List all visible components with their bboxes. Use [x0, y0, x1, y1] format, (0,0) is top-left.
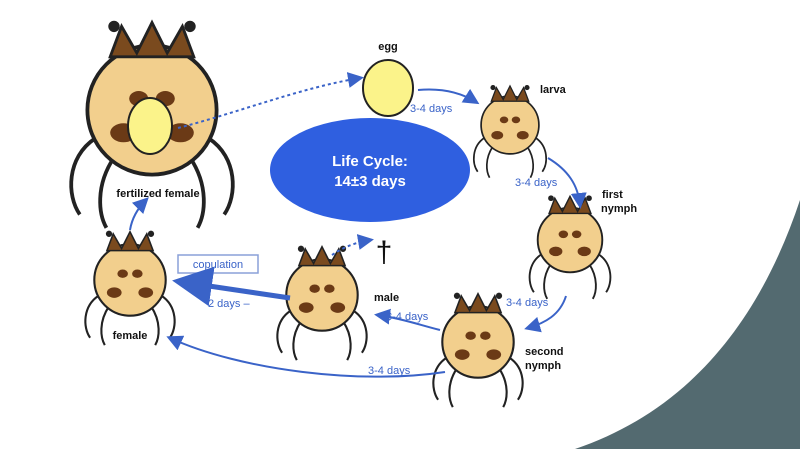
arrow-male-to-female	[172, 266, 291, 307]
duration-first-to-second: 3-4 days	[506, 297, 549, 309]
arrow-second-to-male	[374, 308, 441, 331]
arrow-first-to-second	[524, 295, 567, 333]
larva-label: larva	[540, 84, 567, 96]
death-cross: †	[376, 236, 393, 269]
fertilized-female-label: fertilized female	[116, 188, 199, 200]
arrow-larva-to-first	[547, 157, 587, 209]
egg-inside-female	[127, 97, 173, 155]
life-cycle-ellipse	[270, 118, 470, 222]
male-illustration	[276, 244, 368, 362]
arrow-female-to-fertilized	[129, 197, 149, 231]
second-nymph-label-line1: second	[525, 346, 564, 358]
duration-second-to-male: 3-4 days	[386, 311, 429, 323]
life-cycle-title: Life Cycle:	[332, 153, 408, 170]
second-nymph-label-line2: nymph	[525, 360, 561, 372]
first-nymph-label-line2: nymph	[601, 203, 637, 215]
arrow-male-to-death	[331, 234, 374, 256]
female-illustration	[84, 229, 176, 347]
arrow-second-to-female	[166, 335, 446, 378]
larva-illustration	[473, 84, 547, 179]
copulation-label: copulation	[193, 259, 243, 271]
first-nymph-label-line1: first	[602, 189, 623, 201]
first-nymph-illustration	[528, 194, 612, 300]
egg-illustration	[362, 59, 414, 117]
egg-label: egg	[378, 41, 398, 53]
duration-male-to-female: 2 days –	[208, 298, 250, 310]
duration-egg-to-larva: 3-4 days	[410, 103, 453, 115]
life-cycle-duration: 14±3 days	[334, 173, 406, 190]
arrow-egg-to-larva	[417, 88, 480, 105]
duration-second-to-female: 3-4 days	[368, 365, 411, 377]
male-label: male	[374, 292, 399, 304]
second-nymph-illustration	[432, 291, 524, 409]
female-label: female	[113, 330, 148, 342]
duration-larva-to-first: 3-4 days	[515, 177, 558, 189]
